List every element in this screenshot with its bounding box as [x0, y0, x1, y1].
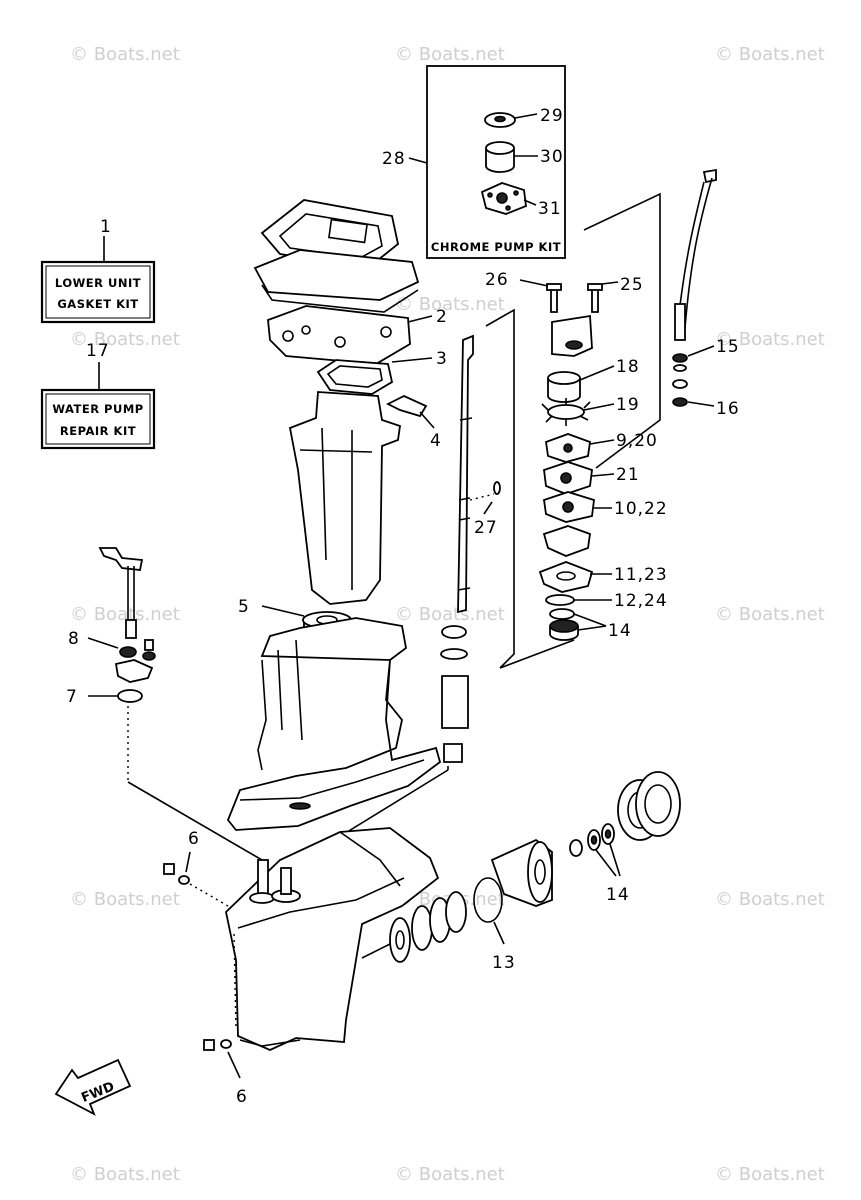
bracket-4 [385, 395, 428, 418]
kit-box-inner [45, 265, 151, 319]
watermark: © Boats.net [395, 44, 505, 65]
callout-19: 19 [616, 395, 640, 415]
gasket-stack: 2 3 4 [253, 199, 448, 451]
watermark: © Boats.net [715, 329, 825, 350]
callout-6: 6 [188, 829, 200, 849]
bushing [441, 625, 467, 639]
upper-casing [226, 617, 442, 831]
seal-14 [569, 839, 583, 857]
gasket-2 [267, 305, 411, 365]
callout-14: 14 [606, 885, 630, 905]
prop-shaft-flange [389, 917, 411, 963]
kit-label: WATER PUMP [52, 402, 143, 416]
kit-box [40, 388, 156, 450]
callout-12-24: 12,24 [614, 591, 668, 611]
callout-15: 15 [716, 337, 740, 357]
callout-27: 27 [474, 518, 498, 538]
kit-label: GASKET KIT [57, 297, 138, 311]
watermark: © Boats.net [395, 604, 505, 625]
callout-30: 30 [540, 147, 564, 167]
callout-9-20: 9,20 [616, 431, 658, 451]
callout-4: 4 [430, 431, 442, 451]
callout-10-22: 10,22 [614, 499, 668, 519]
shift-rod-assembly: 8 7 [66, 547, 263, 861]
gear-case: 6 6 [163, 766, 449, 1107]
shift-rod-housing [114, 659, 154, 683]
watermark: © Boats.net [715, 889, 825, 910]
seal-8 [119, 646, 137, 658]
impeller-19 [541, 398, 591, 426]
o-ring-7 [117, 689, 143, 703]
pump-housing [551, 314, 593, 357]
grommet-15 [672, 353, 688, 363]
callout-5: 5 [238, 597, 250, 617]
watermark: © Boats.net [70, 889, 180, 910]
callout-17: 17 [86, 341, 110, 361]
watermark: © Boats.net [715, 1164, 825, 1185]
callout-26: 26 [485, 270, 509, 290]
drain-plug [203, 1039, 215, 1051]
seal-14 [549, 608, 575, 620]
callout-8: 8 [68, 629, 80, 649]
o-ring-13 [473, 877, 503, 923]
callout-16: 16 [716, 399, 740, 419]
callout-31: 31 [538, 199, 562, 219]
cartridge [542, 525, 591, 557]
tube-grommet [674, 303, 686, 341]
callout-13: 13 [492, 953, 516, 973]
watermark: © Boats.net [70, 329, 180, 350]
o-ring-12-24 [545, 594, 575, 606]
watermark: © Boats.net [70, 44, 180, 65]
callout-25: 25 [620, 275, 644, 295]
gasket-upper [253, 249, 420, 301]
upper-casing-body [226, 617, 442, 831]
water-tube: 15 16 [672, 168, 740, 419]
callout-28: 28 [382, 149, 406, 169]
callout-11-23: 11,23 [614, 565, 668, 585]
kit-box [40, 260, 156, 324]
plate-11-23 [538, 561, 594, 593]
callout-3: 3 [436, 349, 448, 369]
callout-18: 18 [616, 357, 640, 377]
exhaust-housing: 5 [238, 391, 401, 635]
drive-shaft: 27 [440, 334, 501, 763]
callout-14: 14 [608, 621, 632, 641]
water-pump-repair-kit: 17 WATER PUMP REPAIR KIT [40, 341, 156, 450]
callout-2: 2 [436, 307, 448, 327]
sleeve [441, 675, 469, 729]
bushing-lower [443, 743, 463, 763]
callout-29: 29 [540, 106, 564, 126]
watermark: © Boats.net [715, 44, 825, 65]
callout-6: 6 [236, 1087, 248, 1107]
callout-21: 21 [616, 465, 640, 485]
watermark: © Boats.net [715, 604, 825, 625]
callout-7: 7 [66, 687, 78, 707]
exhaust-guide [288, 391, 401, 605]
watermark: © Boats.net [70, 604, 180, 625]
forward-arrow-icon: FWD [54, 1058, 132, 1116]
kit-label: LOWER UNIT [55, 276, 141, 290]
o-ring [440, 648, 468, 660]
lower-unit-gasket-kit: 1 LOWER UNIT GASKET KIT [40, 217, 156, 324]
kit-box-inner [45, 393, 151, 445]
kit-box [426, 65, 566, 259]
chrome-pump-kit: CHROME PUMP KIT 28 29 30 31 [382, 65, 566, 259]
seal-16 [672, 397, 688, 407]
kit-label: REPAIR KIT [60, 424, 136, 438]
shift-lever [98, 547, 144, 571]
watermark: © Boats.net [70, 1164, 180, 1185]
watermark: © Boats.net [395, 1164, 505, 1185]
propshaft-assembly: 13 14 [361, 771, 681, 973]
watermarks: © Boats.net © Boats.net © Boats.net © Bo… [70, 44, 825, 1185]
watermark: © Boats.net [395, 294, 505, 315]
pin-27 [493, 481, 501, 495]
drain-plug [163, 863, 175, 875]
water-pump-stack: 26 25 18 19 9,20 21 10,22 [485, 192, 668, 669]
callout-1: 1 [100, 217, 112, 237]
shaft [457, 334, 474, 614]
kit-label: CHROME PUMP KIT [431, 240, 561, 254]
